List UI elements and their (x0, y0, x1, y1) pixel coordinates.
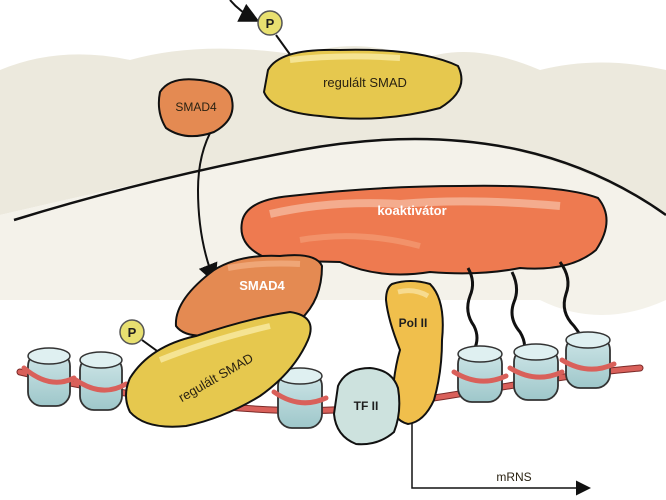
phosphate-top-label: P (266, 16, 275, 31)
smad4-top: SMAD4 (157, 78, 234, 138)
smad-bottom: regulált SMAD (125, 310, 312, 428)
nucleosome-6 (565, 331, 611, 389)
nucleosome-2 (79, 351, 123, 411)
pol2: Pol II (384, 280, 444, 426)
phosphate-top: P (257, 10, 295, 61)
phosphate-bottom: P (119, 319, 165, 357)
coactivator: koaktivátor (240, 184, 608, 276)
smad-top-label: regulált SMAD (323, 75, 407, 90)
coactivator-label: koaktivátor (377, 203, 446, 218)
smad-top: regulált SMAD (262, 48, 463, 120)
smad4-top-label: SMAD4 (175, 100, 217, 114)
phosphate-bottom-label: P (128, 325, 137, 340)
tf2-label: TF II (354, 399, 379, 413)
smad4-bottom-label: SMAD4 (239, 278, 285, 293)
incoming-arrow (229, 0, 260, 22)
mrna-arrow (411, 424, 591, 496)
pol2-label: Pol II (399, 316, 428, 330)
mrna-label: mRNS (496, 470, 531, 484)
tf2: TF II (332, 366, 401, 446)
nucleosome-4 (457, 345, 503, 403)
nucleosome-5 (513, 343, 559, 401)
nuclear-membrane (13, 137, 666, 222)
cytoplasm-region (0, 0, 666, 70)
dna-wraps (21, 357, 617, 406)
